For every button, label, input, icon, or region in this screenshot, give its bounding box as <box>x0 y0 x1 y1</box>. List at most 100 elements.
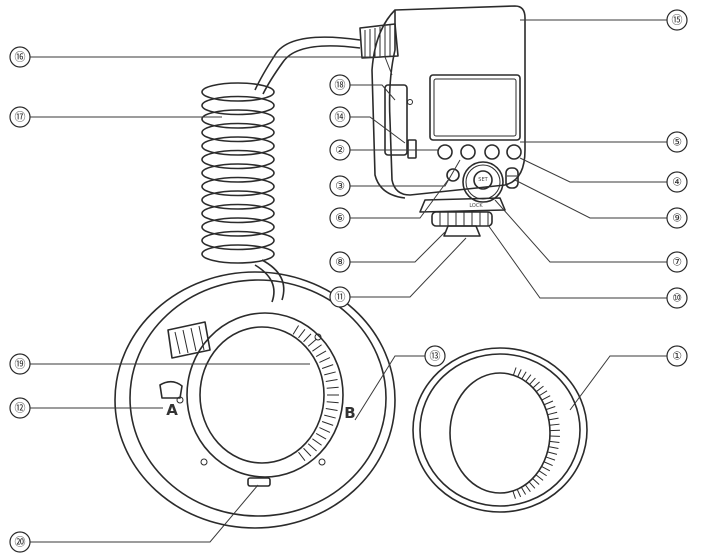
svg-text:⑧: ⑧ <box>335 256 345 269</box>
callout-6: ⑥ <box>329 207 351 229</box>
mount-thread-line <box>324 414 336 419</box>
mount-thread-line <box>326 386 339 389</box>
mount-thread-line <box>326 401 339 404</box>
mount-screw-1 <box>314 333 322 341</box>
adapter-thread-line <box>543 400 554 406</box>
svg-text:⑳: ⑳ <box>15 536 26 549</box>
callout-1: ① <box>666 345 688 367</box>
adapter-thread-line <box>538 390 548 397</box>
callout-2: ② <box>329 139 351 161</box>
cable-coil-loop <box>201 230 275 251</box>
mount-thread-line <box>324 371 336 376</box>
svg-text:①: ① <box>672 350 682 363</box>
cable-coil-loop <box>201 136 275 156</box>
mount-thread-line <box>321 364 334 369</box>
leader-10 <box>487 224 667 299</box>
adapter-thread-line <box>521 371 527 380</box>
cable-coil-loop <box>201 122 275 143</box>
callout-11: ⑪ <box>329 286 351 308</box>
adapter-thread-line <box>524 484 531 492</box>
control-unit: SET LOCK <box>371 5 526 237</box>
adapter-thread-line <box>543 461 553 467</box>
left-clamp <box>167 321 211 359</box>
adapter-thread-line <box>548 446 559 449</box>
leader-8 <box>350 231 446 263</box>
callout-7: ⑦ <box>666 251 688 273</box>
coiled-cable <box>201 36 361 303</box>
cable-coil-loop <box>201 149 275 170</box>
adapter-thread-line <box>538 470 547 477</box>
svg-text:⑥: ⑥ <box>335 212 345 225</box>
mount-thread-line <box>307 443 317 452</box>
adapter-thread-line <box>517 369 522 378</box>
side-label-b: B <box>344 404 355 422</box>
adapter-thread-line <box>545 456 556 461</box>
leader-14 <box>350 116 406 144</box>
leader-6 <box>350 179 449 219</box>
adapter-thread-line <box>512 367 517 376</box>
side-panel <box>384 84 408 156</box>
leader-16 <box>30 56 393 76</box>
svg-text:⑨: ⑨ <box>672 212 682 225</box>
svg-text:⑬: ⑬ <box>430 350 441 363</box>
callout-14: ⑭ <box>329 106 351 128</box>
callout-13: ⑬ <box>424 345 446 367</box>
callout-3: ③ <box>329 175 351 197</box>
svg-text:⑲: ⑲ <box>15 358 26 371</box>
ring-flash-head: A B <box>114 271 396 529</box>
callout-16: ⑯ <box>9 46 31 68</box>
cable-coil-loop <box>201 244 275 264</box>
mount-thread-line <box>319 427 331 433</box>
lcd-screen <box>429 74 521 141</box>
lamp-a <box>159 380 183 399</box>
adapter-ring <box>412 347 588 513</box>
mount-thread-line <box>298 451 306 461</box>
cable-coil-loop <box>201 190 275 210</box>
svg-text:⑭: ⑭ <box>335 111 346 124</box>
svg-text:⑫: ⑫ <box>15 402 26 415</box>
mount-thread-line <box>312 344 322 352</box>
callout-12: ⑫ <box>9 397 31 419</box>
usb-port <box>407 139 417 159</box>
adapter-thread-line <box>547 451 558 455</box>
adapter-thread-line <box>547 411 558 416</box>
mount-thread-line <box>312 438 322 446</box>
adapter-thread-line <box>545 406 556 411</box>
adapter-thread-line <box>532 381 540 389</box>
mount-thread-line <box>292 325 299 335</box>
callout-18: ⑱ <box>329 74 351 96</box>
callout-8: ⑧ <box>329 251 351 273</box>
mounting-foot <box>443 225 481 237</box>
leader-9 <box>514 179 667 219</box>
leader-7 <box>494 199 667 263</box>
set-button <box>473 170 493 190</box>
function-button-2 <box>460 144 476 160</box>
leader-11 <box>350 237 467 298</box>
adapter-thread-line <box>548 417 559 421</box>
mount-screw-2 <box>318 458 326 466</box>
callout-10: ⑩ <box>666 287 688 309</box>
svg-text:④: ④ <box>672 176 682 189</box>
mount-thread-line <box>298 329 306 339</box>
leader-1 <box>569 355 667 411</box>
cable-coil-loop <box>201 176 275 197</box>
side-label-a: A <box>166 401 178 419</box>
svg-text:⑤: ⑤ <box>672 136 682 149</box>
svg-text:⑪: ⑪ <box>335 291 346 304</box>
mount-thread-line <box>325 379 338 382</box>
adapter-thread-line <box>512 490 516 499</box>
mount-thread-line <box>325 408 338 411</box>
leader-lines <box>30 19 667 543</box>
svg-text:⑩: ⑩ <box>672 292 682 305</box>
function-button-4 <box>506 144 522 160</box>
svg-text:⑦: ⑦ <box>672 256 682 269</box>
callout-19: ⑲ <box>9 353 31 375</box>
mount-screw-3 <box>200 458 208 466</box>
leader-18 <box>350 84 396 101</box>
adapter-thread-line <box>529 377 536 385</box>
mount-thread-line <box>303 333 312 343</box>
adapter-thread-line <box>532 478 540 485</box>
shoe-plate <box>419 197 506 213</box>
